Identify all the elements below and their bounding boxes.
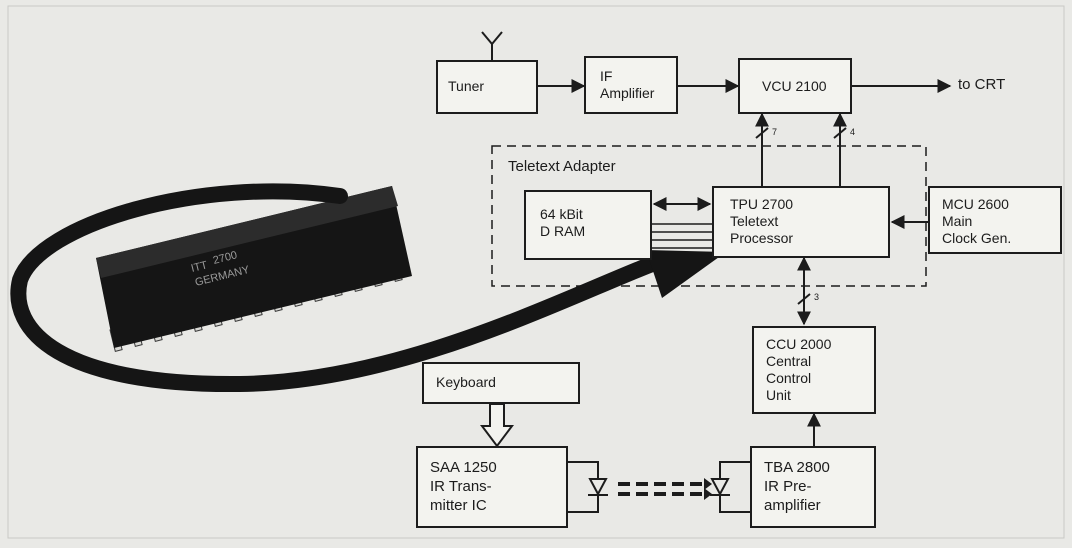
tpu-label-line2: Teletext	[730, 213, 888, 230]
bus-width-4: 4	[850, 127, 855, 137]
ccu-label-line2: Central	[766, 353, 874, 370]
vcu-label: VCU 2100	[762, 78, 850, 95]
tba-label-line3: amplifier	[764, 496, 874, 515]
tpu-label-line1: TPU 2700	[730, 196, 888, 213]
tpu-label-line3: Processor	[730, 230, 888, 247]
keyboard-saa-arrow	[482, 404, 512, 446]
ir-beam	[618, 478, 712, 500]
teletext-adapter-label: Teletext Adapter	[508, 158, 616, 175]
ccu-label-line1: CCU 2000	[766, 336, 874, 353]
bus-width-3: 3	[814, 292, 819, 302]
keyboard-label: Keyboard	[436, 374, 578, 391]
tba-label-line1: TBA 2800	[764, 458, 874, 477]
mcu-label-line2: Main	[942, 213, 1060, 230]
antenna-icon	[482, 32, 502, 60]
ir-led-icon	[588, 479, 608, 495]
saa-label-line3: mitter IC	[430, 496, 566, 515]
mcu-label-line1: MCU 2600	[942, 196, 1060, 213]
vcu-block: VCU 2100	[738, 58, 852, 114]
if-label-line1: IF	[600, 68, 676, 85]
tuner-label: Tuner	[448, 78, 536, 95]
dram-block: 64 kBit D RAM	[524, 190, 652, 260]
dram-label-line1: 64 kBit	[540, 206, 650, 223]
tuner-block: Tuner	[436, 60, 538, 114]
ccu-label-line4: Unit	[766, 387, 874, 404]
keyboard-block: Keyboard	[422, 362, 580, 404]
saa-label-line1: SAA 1250	[430, 458, 566, 477]
ccu-label-line3: Control	[766, 370, 874, 387]
photodiode-icon	[710, 479, 730, 495]
saa-label-line2: IR Trans-	[430, 477, 566, 496]
ccu-block: CCU 2000 Central Control Unit	[752, 326, 876, 414]
if-label-line2: Amplifier	[600, 85, 676, 102]
tba-block: TBA 2800 IR Pre- amplifier	[750, 446, 876, 528]
if-amplifier-block: IF Amplifier	[584, 56, 678, 114]
to-crt-label: to CRT	[958, 76, 1005, 93]
mcu-block: MCU 2600 Main Clock Gen.	[928, 186, 1062, 254]
mcu-label-line3: Clock Gen.	[942, 230, 1060, 247]
dram-label-line2: D RAM	[540, 223, 650, 240]
tpu-block: TPU 2700 Teletext Processor	[712, 186, 890, 258]
tba-label-line2: IR Pre-	[764, 477, 874, 496]
bus-width-7: 7	[772, 127, 777, 137]
saa-block: SAA 1250 IR Trans- mitter IC	[416, 446, 568, 528]
